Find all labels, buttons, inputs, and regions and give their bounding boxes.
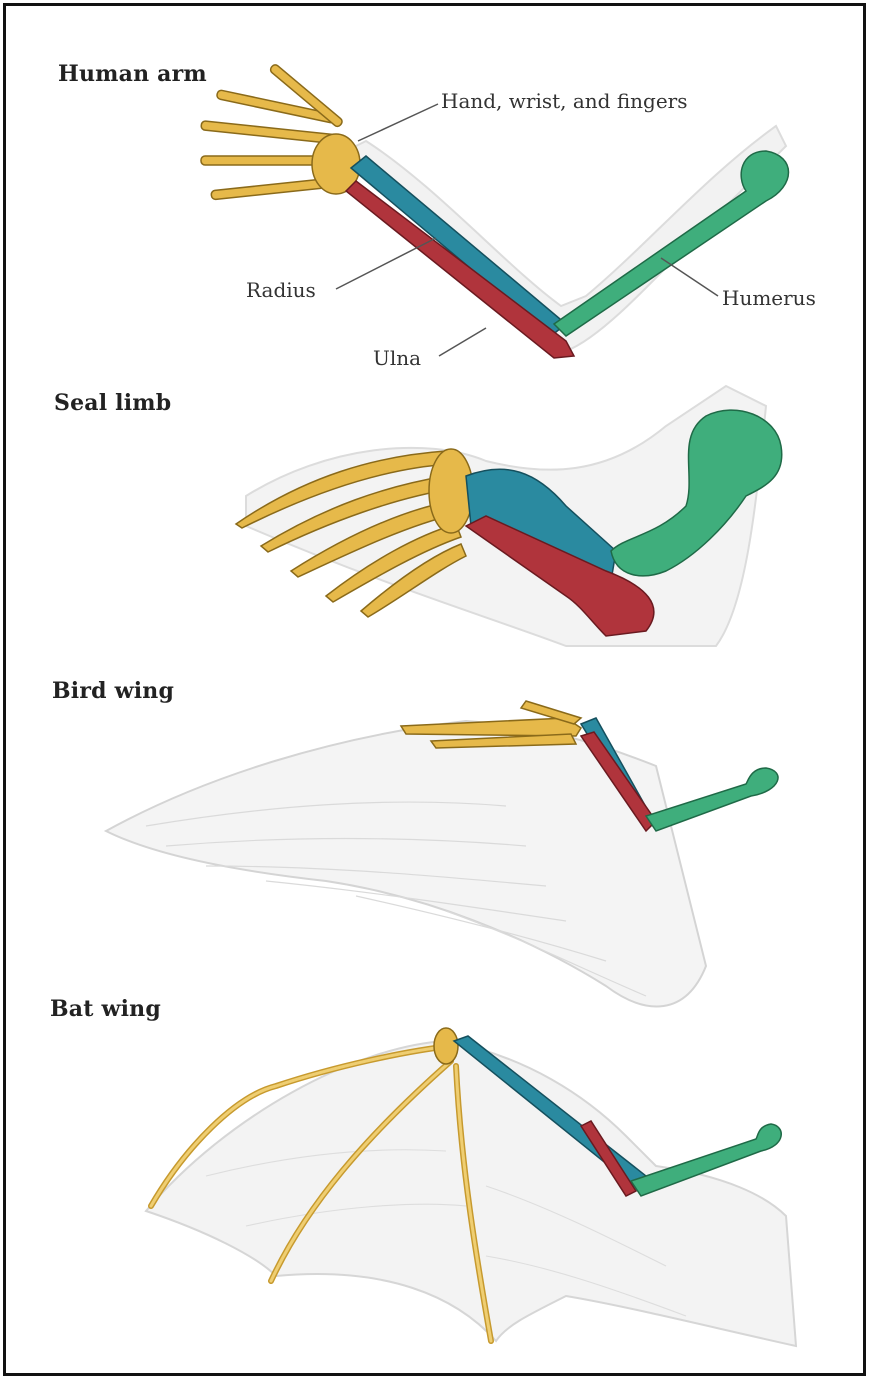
human-hand-bones [201, 63, 360, 200]
radius-leader-line [336, 238, 436, 289]
radius-label: Radius [246, 278, 316, 302]
diagram-frame: Human arm Seal limb Bird wing Bat wing H… [3, 3, 866, 1376]
human-arm-outline [336, 126, 786, 351]
humerus-label: Humerus [722, 286, 816, 310]
bat-wing-title: Bat wing [50, 996, 161, 1022]
bat-wing-membrane [146, 1041, 796, 1346]
human-radius [351, 156, 566, 336]
bird-wing-illustration [106, 701, 778, 1006]
seal-limb-illustration [236, 386, 782, 646]
ulna-label: Ulna [373, 346, 421, 370]
seal-limb-title: Seal limb [54, 390, 171, 416]
human-ulna [346, 181, 574, 358]
bird-wing-title: Bird wing [52, 678, 174, 704]
bird-humerus [646, 768, 778, 831]
hand-wrist-fingers-label: Hand, wrist, and fingers [441, 89, 688, 113]
ulna-leader-line [439, 328, 486, 356]
bat-wrist [434, 1028, 458, 1064]
human-arm-title: Human arm [58, 61, 207, 87]
hand-leader-line [358, 104, 438, 141]
bat-wing-illustration [146, 1028, 796, 1346]
humerus-leader-line [661, 258, 718, 296]
